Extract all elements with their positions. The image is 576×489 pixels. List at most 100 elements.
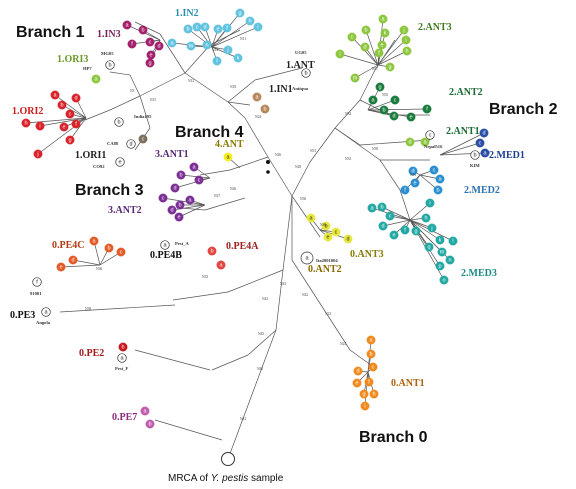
leaf-node: g bbox=[375, 82, 385, 92]
leaf-node: d bbox=[405, 137, 415, 147]
tree-edge bbox=[229, 156, 269, 171]
leaf-node: d bbox=[200, 22, 210, 32]
tree-labels: 1.IN31.IN21.ORI21.ORI3MG05HP7India195CA8… bbox=[10, 8, 525, 423]
leaf-node: l bbox=[448, 236, 458, 246]
group-label-2MED2: 2.MED2 bbox=[464, 185, 500, 196]
leaf-node: j bbox=[399, 25, 409, 35]
svg-text:k: k bbox=[384, 30, 387, 36]
leaf-node: c bbox=[192, 22, 202, 32]
svg-text:g: g bbox=[414, 228, 417, 234]
svg-text:e: e bbox=[392, 232, 395, 238]
svg-text:c: c bbox=[433, 167, 436, 173]
svg-text:g: g bbox=[148, 60, 151, 66]
leaf-node: a bbox=[185, 195, 195, 205]
tree-edge bbox=[367, 108, 428, 111]
strain-MG05: MG05 bbox=[101, 51, 114, 56]
svg-text:f: f bbox=[368, 379, 370, 385]
leaf-node: g bbox=[385, 62, 395, 72]
leaf-node: c bbox=[138, 134, 148, 144]
tree-edge bbox=[275, 269, 284, 331]
tree-edge bbox=[61, 104, 87, 119]
leaf-node: a bbox=[435, 174, 445, 184]
leaf-node: f bbox=[364, 377, 374, 387]
leaf-node: c bbox=[145, 37, 155, 47]
svg-text:a: a bbox=[369, 337, 373, 343]
svg-text:c: c bbox=[162, 195, 165, 201]
leaf-node: f bbox=[222, 23, 232, 33]
tree-edge bbox=[367, 109, 412, 118]
tree-edge bbox=[339, 53, 379, 66]
svg-text:p: p bbox=[438, 263, 441, 269]
tree-edge bbox=[209, 29, 241, 46]
internal-node-label: N3 bbox=[130, 89, 135, 93]
svg-text:o: o bbox=[442, 277, 445, 283]
internal-node-label: N42 bbox=[262, 297, 268, 301]
svg-text:i: i bbox=[364, 403, 365, 409]
leaf-node: a bbox=[140, 406, 150, 416]
leaf-node: c bbox=[429, 165, 439, 175]
tree-edge bbox=[60, 264, 101, 268]
tree-edge bbox=[184, 44, 211, 74]
group-label-0ANT3: 0.ANT3 bbox=[350, 249, 384, 260]
leaf-node: a bbox=[89, 236, 99, 246]
svg-text:k: k bbox=[237, 55, 240, 61]
tree-edge bbox=[139, 95, 151, 129]
tree-edge bbox=[211, 26, 259, 48]
svg-text:b: b bbox=[141, 27, 144, 33]
leaf-node: a bbox=[122, 20, 132, 30]
internal-node-label: N28 bbox=[295, 165, 301, 169]
leaf-node: c bbox=[116, 247, 126, 257]
root-label: MRCA of Y. pestis sample bbox=[168, 473, 284, 484]
svg-text:j: j bbox=[226, 47, 228, 53]
leaf-node: h bbox=[21, 118, 31, 128]
svg-text:e: e bbox=[409, 114, 412, 120]
group-label-0ANT2: 0.ANT2 bbox=[308, 264, 342, 275]
svg-text:i: i bbox=[405, 37, 406, 43]
svg-text:e: e bbox=[149, 52, 152, 58]
svg-text:a: a bbox=[120, 355, 124, 361]
leaf-node: p bbox=[435, 261, 445, 271]
leaf-node: a bbox=[368, 95, 378, 105]
strain-CA88: CA88 bbox=[107, 141, 119, 146]
leaf-node: i bbox=[425, 198, 435, 208]
leaf-node: d bbox=[353, 366, 363, 376]
svg-text:b: b bbox=[324, 223, 327, 229]
svg-text:i: i bbox=[39, 123, 40, 129]
strain-CO92: CO92 bbox=[93, 164, 105, 169]
svg-text:g: g bbox=[378, 84, 381, 90]
leaf-node: e bbox=[410, 178, 420, 188]
svg-text:d: d bbox=[482, 130, 485, 136]
svg-text:d: d bbox=[74, 95, 77, 101]
branch-1-label: Branch 1 bbox=[16, 24, 85, 41]
tree-edge bbox=[139, 72, 186, 97]
leaf-node: b bbox=[175, 200, 185, 210]
svg-text:a: a bbox=[94, 76, 98, 82]
leaf-node: c bbox=[390, 95, 400, 105]
leaf-node: c bbox=[368, 362, 378, 372]
tree-edge bbox=[377, 29, 405, 66]
svg-text:b: b bbox=[263, 106, 266, 112]
svg-text:c: c bbox=[120, 249, 123, 255]
leaf-node: a bbox=[41, 307, 51, 317]
tree-edge bbox=[227, 269, 284, 293]
svg-text:b: b bbox=[107, 245, 110, 251]
svg-text:l: l bbox=[339, 51, 340, 57]
leaf-node: a bbox=[91, 74, 101, 84]
svg-text:c: c bbox=[69, 111, 72, 117]
branch-2-label: Branch 2 bbox=[489, 101, 558, 118]
svg-text:b: b bbox=[121, 344, 124, 350]
internal-node-label: N14 bbox=[212, 48, 218, 52]
leaf-node: c bbox=[425, 130, 435, 140]
leaf-node: c bbox=[158, 193, 168, 203]
tree-edge bbox=[184, 72, 229, 103]
tree-edge bbox=[211, 20, 251, 48]
leaf-node: a bbox=[117, 353, 127, 363]
internal-node-label: N23 bbox=[325, 312, 331, 316]
root-label-species: Y. pestis bbox=[211, 473, 248, 484]
leaf-node: d bbox=[378, 221, 388, 231]
tree-edge bbox=[25, 117, 87, 124]
leaf-node: e bbox=[174, 212, 184, 222]
svg-text:a: a bbox=[188, 197, 192, 203]
tree-edge bbox=[39, 117, 87, 127]
tree-edge bbox=[178, 204, 206, 218]
